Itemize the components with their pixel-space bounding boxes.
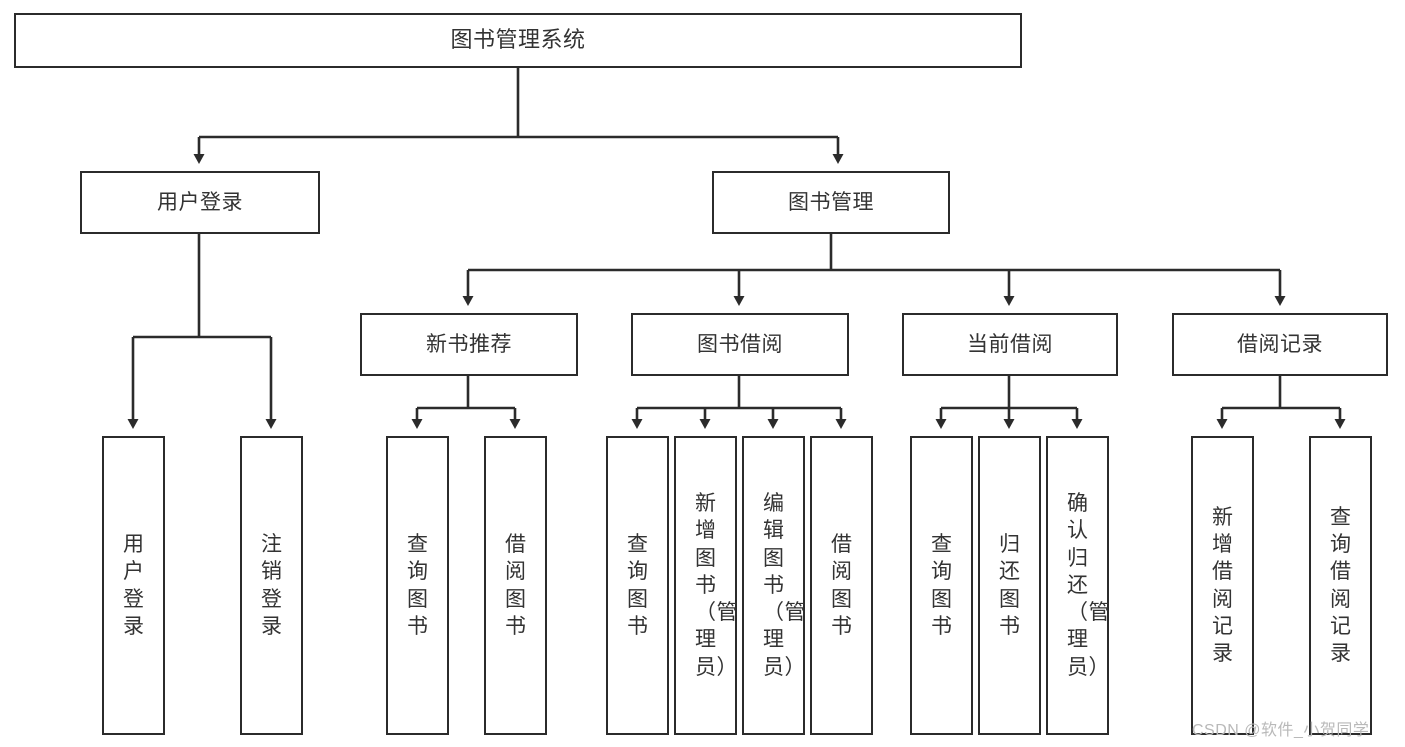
node-root-book-management-system[interactable]: 图书管理系统 [14, 13, 1022, 68]
node-label: 新增图书（管理员） [695, 491, 738, 679]
node-label: 查询借阅记录 [1330, 505, 1352, 666]
leaf-edit-book[interactable]: 编辑图书（管理员） [742, 436, 806, 735]
node-label: 当前借阅 [967, 332, 1053, 356]
node-label: 新书推荐 [426, 332, 512, 356]
node-label: 借阅图书 [505, 532, 527, 638]
node-book-borrow[interactable]: 图书借阅 [631, 313, 849, 376]
node-current-borrow[interactable]: 当前借阅 [902, 313, 1118, 376]
leaf-add-record[interactable]: 新增借阅记录 [1191, 436, 1254, 735]
leaf-borrow-book-1[interactable]: 借阅图书 [484, 436, 547, 735]
leaf-query-record[interactable]: 查询借阅记录 [1309, 436, 1372, 735]
node-label: 新增借阅记录 [1212, 505, 1234, 666]
leaf-confirm-return[interactable]: 确认归还（管理员） [1046, 436, 1110, 735]
node-label: 查询图书 [627, 532, 649, 638]
leaf-query-book-1[interactable]: 查询图书 [386, 436, 449, 735]
leaf-add-book[interactable]: 新增图书（管理员） [674, 436, 738, 735]
node-book-management[interactable]: 图书管理 [712, 171, 950, 234]
node-borrow-record[interactable]: 借阅记录 [1172, 313, 1388, 376]
leaf-return-book[interactable]: 归还图书 [978, 436, 1041, 735]
node-label: 借阅图书 [831, 532, 853, 638]
node-label: 图书管理 [788, 190, 874, 214]
node-label: 归还图书 [999, 532, 1021, 638]
node-label: 编辑图书（管理员） [763, 491, 806, 679]
node-new-book-recommend[interactable]: 新书推荐 [360, 313, 578, 376]
node-label: 用户登录 [157, 190, 243, 214]
node-user-login[interactable]: 用户登录 [80, 171, 320, 234]
leaf-logout[interactable]: 注销登录 [240, 436, 303, 735]
node-label: 查询图书 [931, 532, 953, 638]
leaf-query-book-2[interactable]: 查询图书 [606, 436, 669, 735]
node-label: 查询图书 [407, 532, 429, 638]
node-label: 注销登录 [261, 532, 283, 638]
node-label: 用户登录 [123, 532, 145, 638]
node-label: 借阅记录 [1237, 332, 1323, 356]
leaf-borrow-book-2[interactable]: 借阅图书 [810, 436, 873, 735]
node-label: 图书借阅 [697, 332, 783, 356]
leaf-query-book-3[interactable]: 查询图书 [910, 436, 973, 735]
leaf-user-login[interactable]: 用户登录 [102, 436, 165, 735]
node-label: 确认归还（管理员） [1067, 491, 1110, 679]
node-label: 图书管理系统 [450, 27, 586, 53]
